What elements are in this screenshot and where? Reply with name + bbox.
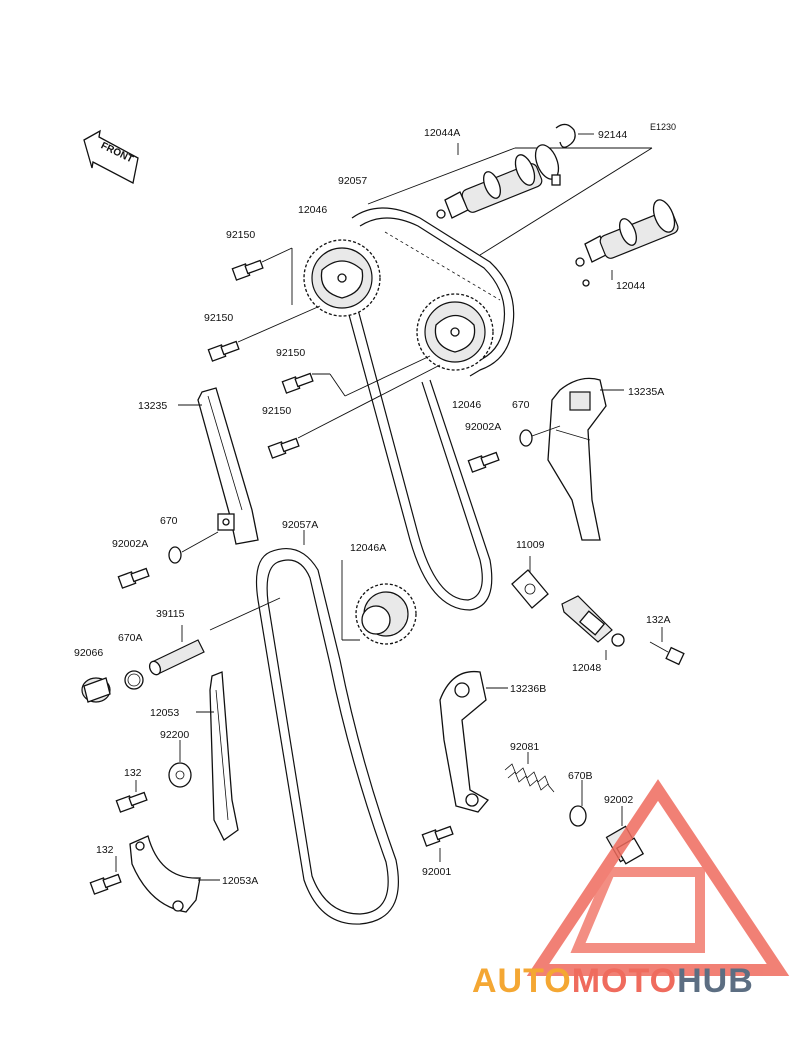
clip-92144 — [555, 123, 594, 148]
front-arrow-icon: FRONT — [83, 129, 139, 184]
watermark-auto: AUTO — [472, 962, 572, 1000]
label-13235: 13235 — [138, 400, 167, 412]
label-92200: 92200 — [160, 729, 189, 741]
label-670a: 670A — [118, 632, 143, 644]
label-12048: 12048 — [572, 662, 601, 674]
bolt-92002a-right — [467, 451, 500, 473]
bolt-132-a — [115, 780, 148, 813]
label-92002a-right: 92002A — [465, 421, 501, 433]
o-ring-670-right — [519, 425, 561, 447]
label-670-left: 670 — [160, 515, 178, 527]
crank-sprocket-12046a — [341, 560, 417, 645]
label-11009: 11009 — [516, 539, 545, 551]
label-12046-top: 12046 — [298, 204, 327, 216]
label-92150-a: 92150 — [226, 229, 255, 241]
watermark-text: AUTOMOTOHUB — [472, 962, 754, 1001]
label-92057: 92057 — [338, 175, 367, 187]
camshaft-12044a — [436, 144, 561, 219]
label-132-a: 132 — [124, 767, 142, 779]
bolt-92150-a — [231, 247, 293, 305]
label-92144: 92144 — [598, 129, 627, 141]
spring-92081 — [504, 752, 555, 793]
o-ring-670b — [569, 780, 587, 827]
cam-sprocket-middle — [416, 293, 494, 371]
label-12053: 12053 — [150, 707, 179, 719]
upper-timing-chain — [344, 207, 515, 611]
chain-tensioner-guide-13235a — [547, 377, 624, 541]
label-670-right: 670 — [512, 399, 530, 411]
label-670b: 670B — [568, 770, 593, 782]
tensioner-lever-13236b — [439, 670, 508, 813]
label-12046a: 12046A — [350, 542, 386, 554]
label-13235a: 13235A — [628, 386, 664, 398]
label-13236b: 13236B — [510, 683, 546, 695]
camshaft-12044 — [575, 199, 679, 287]
lower-timing-chain — [255, 530, 399, 925]
cap-92066 — [81, 677, 111, 703]
label-92057a: 92057A — [282, 519, 318, 531]
bolt-92150-d — [267, 364, 441, 459]
bolt-132a — [649, 627, 685, 666]
bolt-92001 — [421, 825, 454, 862]
watermark-hub: HUB — [677, 962, 754, 1000]
chain-guide-13235 — [178, 387, 259, 545]
part-labels: E1230 12044A 92144 92057 12046 12044 921… — [74, 122, 676, 887]
watermark-moto: MOTO — [571, 962, 678, 1000]
label-92066: 92066 — [74, 647, 103, 659]
bolt-92150-b — [207, 305, 321, 362]
bolt-132-b — [89, 856, 122, 895]
label-12044a: 12044A — [424, 127, 460, 139]
washer-92200 — [168, 740, 192, 788]
chain-guide-12053 — [196, 671, 239, 841]
gasket-11009 — [511, 556, 549, 609]
cam-sprocket-upper — [303, 239, 381, 317]
bolt-92002a-left — [117, 567, 150, 589]
tensioner-12048 — [561, 595, 625, 660]
o-ring-670-left — [168, 531, 219, 564]
label-92001: 92001 — [422, 866, 451, 878]
chain-guide-12053a — [129, 835, 220, 913]
label-132a: 132A — [646, 614, 671, 626]
pin-39115 — [148, 597, 281, 676]
label-39115: 39115 — [156, 608, 185, 620]
label-12046-mid: 12046 — [452, 399, 481, 411]
watermark-logo-icon — [526, 779, 790, 976]
label-92002a-left: 92002A — [112, 538, 148, 550]
diagram-code: E1230 — [650, 122, 676, 132]
label-92150-d: 92150 — [262, 405, 291, 417]
label-92081: 92081 — [510, 741, 539, 753]
label-92150-c: 92150 — [276, 347, 305, 359]
label-12044: 12044 — [616, 280, 645, 292]
label-12053a: 12053A — [222, 875, 258, 887]
bolt-92150-c — [281, 355, 431, 397]
label-92150-b: 92150 — [204, 312, 233, 324]
o-ring-670a — [124, 670, 144, 690]
label-132-b: 132 — [96, 844, 114, 856]
label-92002: 92002 — [604, 794, 633, 806]
